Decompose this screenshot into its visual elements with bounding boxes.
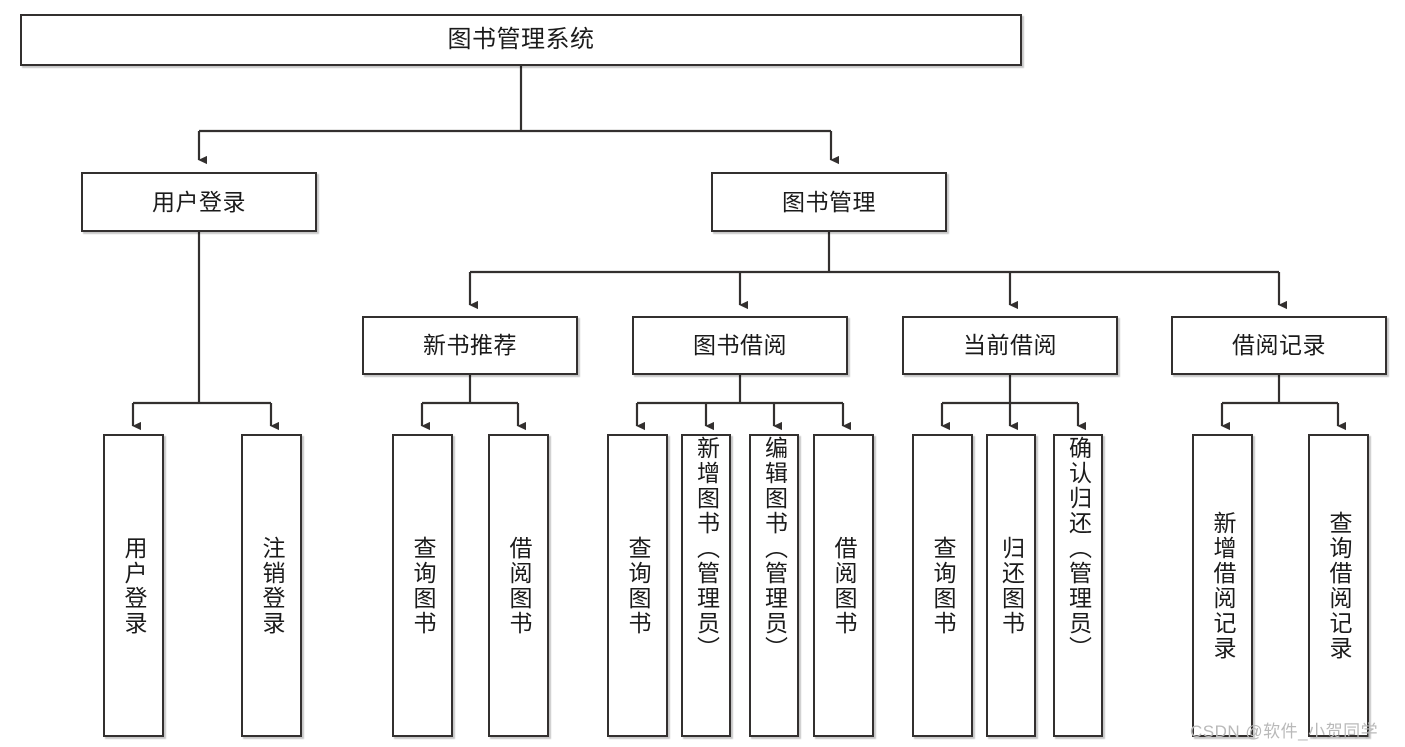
node-label: 借阅记录 (1232, 332, 1326, 359)
node-label: 当前借阅 (963, 332, 1057, 359)
node-label: 用户登录 (152, 188, 246, 215)
leaf-book-borrow-add[interactable]: 新增图书（管理员） (681, 434, 731, 737)
leaf-book-borrow-borrow[interactable]: 借阅图书 (813, 434, 874, 737)
node-label: 查询借阅记录 (1326, 510, 1352, 661)
leaf-current-borrow-confirm-return[interactable]: 确认归还（管理员） (1053, 434, 1103, 737)
node-label: 编辑图书（管理员） (761, 436, 788, 661)
node-label: 查询图书 (625, 535, 651, 636)
leaf-new-book-borrow[interactable]: 借阅图书 (488, 434, 549, 737)
leaf-current-borrow-query[interactable]: 查询图书 (912, 434, 973, 737)
csdn-watermark: CSDN @软件_小贺同学 (1190, 722, 1379, 741)
leaf-book-borrow-query[interactable]: 查询图书 (607, 434, 668, 737)
node-current-borrow[interactable]: 当前借阅 (902, 316, 1118, 375)
leaf-user-login-logout[interactable]: 注销登录 (241, 434, 302, 737)
node-borrow-record[interactable]: 借阅记录 (1171, 316, 1387, 375)
node-label: 图书管理 (782, 188, 876, 215)
leaf-current-borrow-return[interactable]: 归还图书 (986, 434, 1036, 737)
leaf-user-login-login[interactable]: 用户登录 (103, 434, 164, 737)
leaf-borrow-record-query[interactable]: 查询借阅记录 (1308, 434, 1369, 737)
node-book-management[interactable]: 图书管理 (711, 172, 947, 232)
node-label: 借阅图书 (506, 535, 532, 636)
node-label: 查询图书 (930, 535, 956, 636)
leaf-borrow-record-add[interactable]: 新增借阅记录 (1192, 434, 1253, 737)
node-label: 借阅图书 (831, 535, 857, 636)
node-root-system[interactable]: 图书管理系统 (20, 14, 1022, 66)
node-user-login[interactable]: 用户登录 (81, 172, 317, 232)
node-label: 归还图书 (998, 535, 1025, 636)
node-label: 查询图书 (410, 535, 436, 636)
node-label: 新增图书（管理员） (693, 436, 720, 661)
node-label: 图书管理系统 (447, 26, 595, 54)
leaf-new-book-query[interactable]: 查询图书 (392, 434, 453, 737)
node-new-book-recommend[interactable]: 新书推荐 (362, 316, 578, 375)
node-label: 用户登录 (121, 535, 147, 636)
node-book-borrow[interactable]: 图书借阅 (632, 316, 848, 375)
node-label: 图书借阅 (693, 332, 787, 359)
node-label: 新书推荐 (423, 332, 517, 359)
node-label: 新增借阅记录 (1210, 510, 1236, 661)
node-label: 注销登录 (259, 535, 285, 636)
leaf-book-borrow-edit[interactable]: 编辑图书（管理员） (749, 434, 799, 737)
node-label: 确认归还（管理员） (1065, 436, 1092, 661)
